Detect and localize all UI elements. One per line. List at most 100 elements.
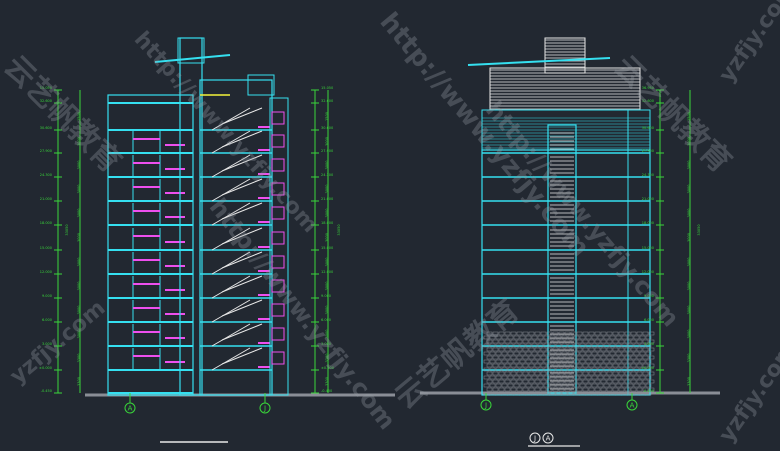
- brick: [543, 391, 550, 396]
- elevation-label: 30.600: [642, 126, 654, 130]
- brick: [507, 335, 514, 340]
- brick: [504, 387, 511, 392]
- brick: [576, 371, 583, 376]
- brick: [615, 391, 622, 396]
- brick: [648, 371, 655, 376]
- brick: [558, 363, 565, 368]
- brick: [624, 339, 631, 344]
- brick: [549, 375, 556, 380]
- brick: [486, 387, 493, 392]
- brick: [519, 335, 526, 340]
- stair-flight: [211, 299, 251, 323]
- brick: [594, 331, 601, 336]
- brick: [552, 371, 559, 376]
- brick: [600, 339, 607, 344]
- brick: [561, 335, 568, 340]
- brick: [567, 359, 574, 364]
- brick: [510, 347, 517, 352]
- brick: [588, 339, 595, 344]
- brick: [576, 347, 583, 352]
- brick: [603, 391, 610, 396]
- elevation-label: 12.000: [321, 270, 333, 274]
- brick: [636, 371, 643, 376]
- brick: [573, 343, 580, 348]
- brick: [519, 359, 526, 364]
- stair-flight: [221, 202, 263, 220]
- brick: [633, 391, 640, 396]
- brick: [507, 375, 514, 380]
- brick: [597, 351, 604, 356]
- brick: [492, 379, 499, 384]
- brick: [648, 331, 655, 336]
- brick: [642, 371, 649, 376]
- brick: [627, 375, 634, 380]
- brick: [609, 391, 616, 396]
- brick: [579, 383, 586, 388]
- brick: [585, 343, 592, 348]
- brick: [543, 351, 550, 356]
- brick: [606, 371, 613, 376]
- brick: [582, 379, 589, 384]
- brick: [561, 359, 568, 364]
- brick: [594, 363, 601, 368]
- brick: [639, 335, 646, 340]
- elevation-label: 21.000: [642, 197, 654, 201]
- brick: [504, 363, 511, 368]
- brick: [540, 347, 547, 352]
- brick: [519, 383, 526, 388]
- axis-j-section-label: J: [263, 405, 266, 413]
- brick: [498, 363, 505, 368]
- brick: [564, 331, 571, 336]
- floor-dimension: 3000: [687, 185, 691, 194]
- brick: [639, 367, 646, 372]
- brick: [603, 383, 610, 388]
- brick: [516, 363, 523, 368]
- brick: [588, 355, 595, 360]
- brick: [555, 359, 562, 364]
- brick: [549, 383, 556, 388]
- brick: [615, 351, 622, 356]
- brick: [519, 367, 526, 372]
- brick: [546, 331, 553, 336]
- brick: [642, 331, 649, 336]
- brick: [558, 331, 565, 336]
- brick: [606, 363, 613, 368]
- brick: [630, 331, 637, 336]
- brick: [618, 371, 625, 376]
- elevation-label: 24.300: [40, 173, 52, 177]
- brick: [591, 343, 598, 348]
- brick: [558, 387, 565, 392]
- elevation-label: 27.900: [321, 149, 333, 153]
- floor-dimension: 3000: [687, 161, 691, 170]
- brick: [516, 339, 523, 344]
- brick: [645, 359, 652, 364]
- brick: [588, 347, 595, 352]
- brick: [525, 391, 532, 396]
- roof-canopy: [467, 57, 611, 66]
- brick: [588, 387, 595, 392]
- brick: [486, 371, 493, 376]
- brick: [513, 343, 520, 348]
- brick: [489, 335, 496, 340]
- brick: [483, 367, 490, 372]
- brick: [612, 355, 619, 360]
- stair-flight: [211, 154, 251, 178]
- brick: [507, 359, 514, 364]
- brick: [588, 331, 595, 336]
- elevation-label: 30.600: [40, 126, 52, 130]
- elevation-label: 15.000: [321, 246, 333, 250]
- stair-flight: [211, 227, 251, 251]
- brick: [624, 363, 631, 368]
- elevation-label: 32.600: [642, 99, 654, 103]
- brick: [483, 383, 490, 388]
- brick: [486, 339, 493, 344]
- brick: [594, 387, 601, 392]
- brick: [606, 331, 613, 336]
- brick: [642, 339, 649, 344]
- brick: [519, 343, 526, 348]
- brick: [522, 371, 529, 376]
- floor-dimension: 3000: [687, 282, 691, 291]
- brick: [489, 367, 496, 372]
- elevation-label: 12.000: [642, 270, 654, 274]
- brick: [498, 387, 505, 392]
